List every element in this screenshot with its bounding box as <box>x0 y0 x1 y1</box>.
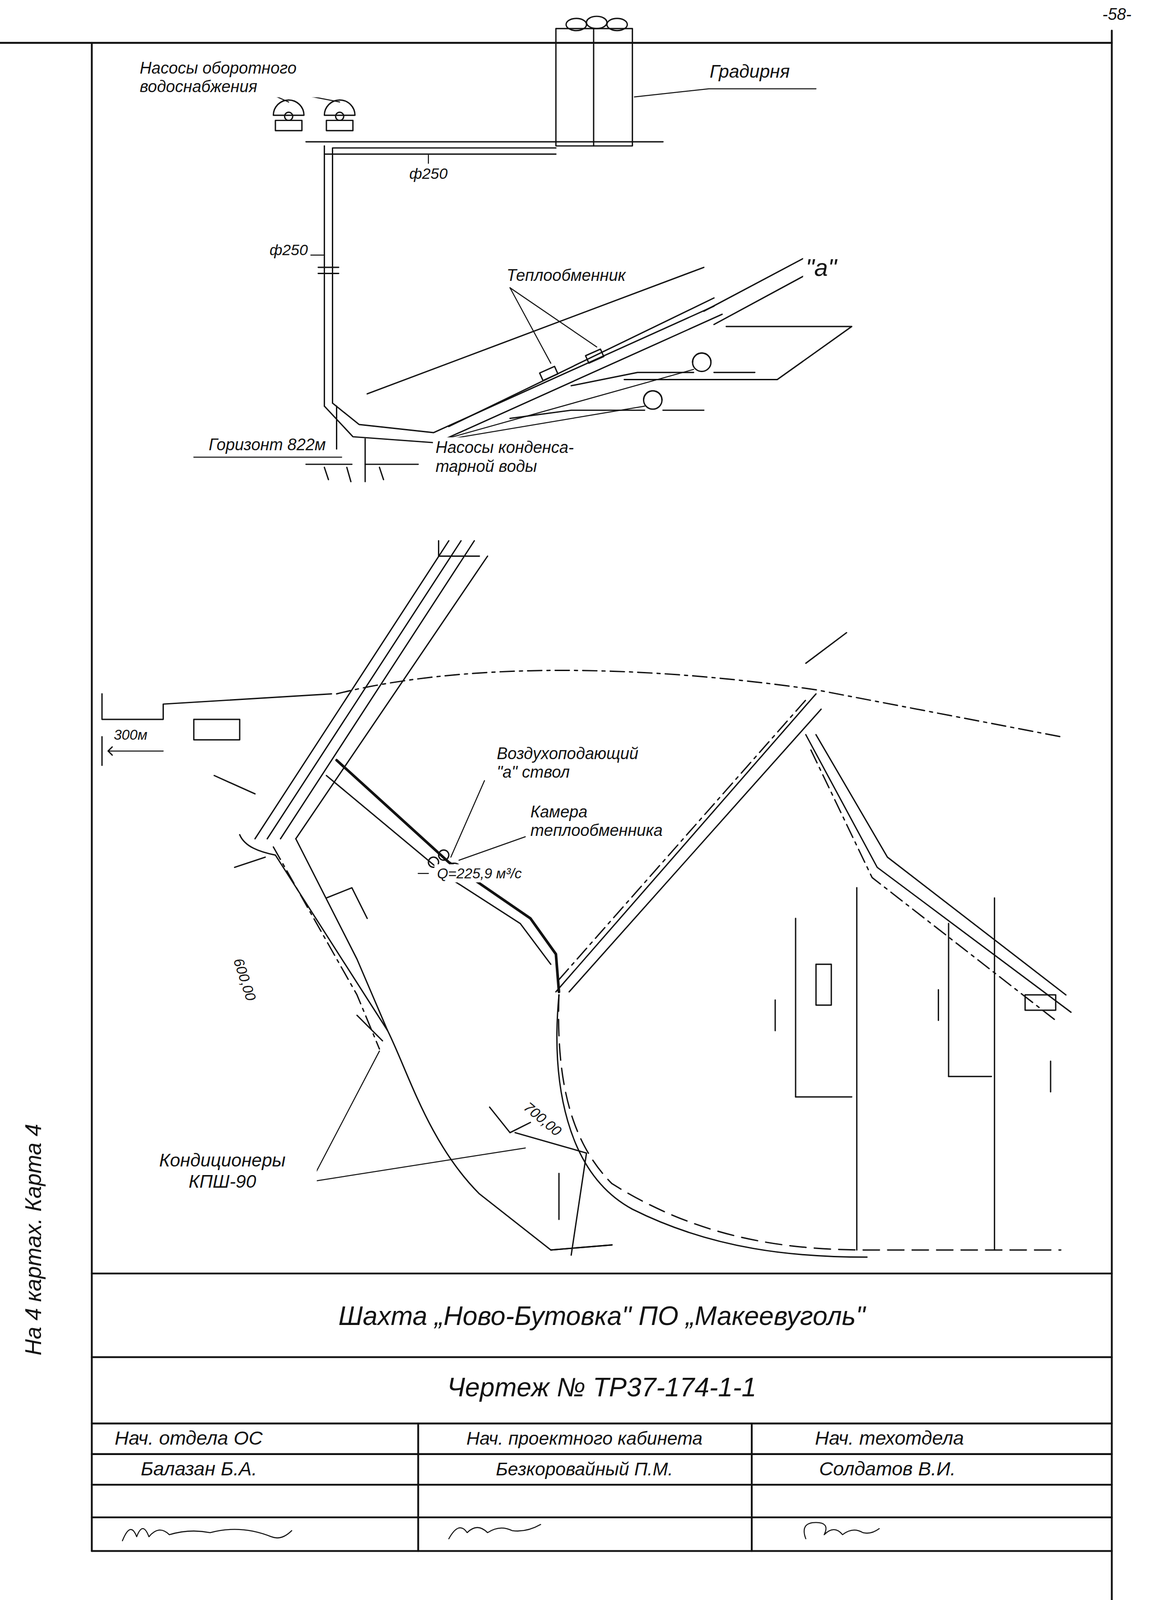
pipe-diameter: ф250 <box>406 163 451 184</box>
title-block-cell: Нач. отдела ОС <box>111 1426 266 1451</box>
title-block-cell: Нач. проектного кабинета <box>463 1426 706 1450</box>
page-number: -58- <box>1099 4 1135 25</box>
equipment-label: Теплообменник <box>503 265 629 286</box>
pipe-diameter: ф250 <box>266 240 311 260</box>
cooling-scheme <box>273 16 852 482</box>
sheet-note: На 4 картах. Карта 4 <box>19 1120 48 1358</box>
drawing-number: Чертеж № ТР37-174-1-1 <box>444 1371 760 1404</box>
airflow-value: Q=225,9 м³/с <box>434 864 525 883</box>
shaft-label: "а" <box>802 252 840 283</box>
title-block-cell: Безкоровайный П.М. <box>493 1457 676 1481</box>
leader-lines <box>193 84 816 458</box>
level-label: Горизонт 822м <box>205 434 329 456</box>
title-block-cell: Балазан Б.А. <box>138 1456 261 1481</box>
dimension: 600,00 <box>228 953 261 1006</box>
dimension: 300м <box>111 725 150 744</box>
leader-lines <box>311 780 526 1182</box>
mine-workings-map <box>102 540 1071 1257</box>
shaft-label: Воздухоподающий "а" ствол <box>493 743 663 783</box>
title-block-cell: Солдатов В.И. <box>816 1456 959 1481</box>
sheet-title: Шахта „Ново-Бутовка" ПО „Макеевуголь" <box>335 1299 868 1333</box>
equipment-label: Насосы оборотного водоснабжения <box>136 57 336 98</box>
equipment-label: Градирня <box>707 60 793 84</box>
signatures <box>122 1522 880 1541</box>
title-block-cell: Нач. техотдела <box>812 1426 967 1451</box>
equipment-label: Кондиционеры КПШ-90 <box>127 1149 317 1194</box>
sheet-frame <box>0 30 1112 1600</box>
equipment-label: Насосы конденса- тарной воды <box>432 437 582 477</box>
equipment-label: Камера теплообменника <box>527 801 676 841</box>
